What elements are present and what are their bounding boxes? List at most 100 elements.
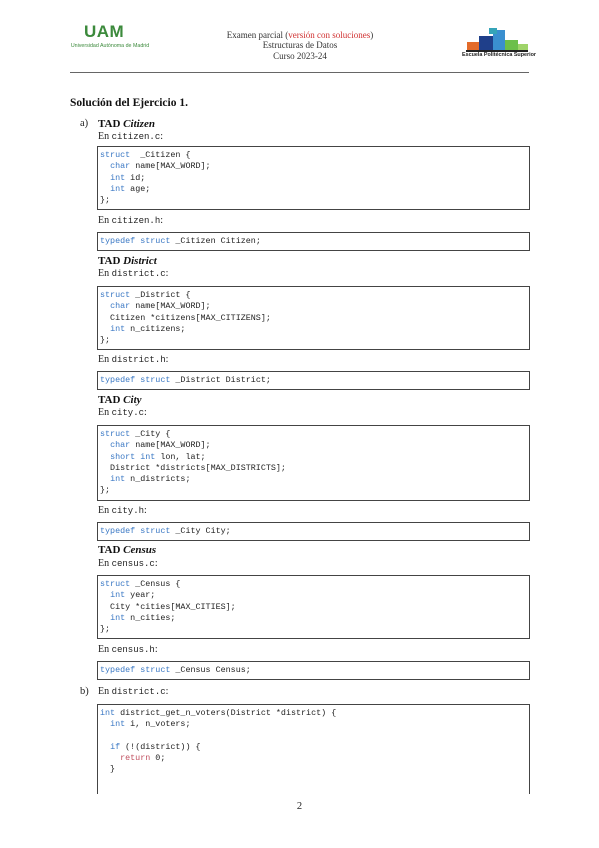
code-line: typedef struct _City City;: [100, 526, 529, 537]
code-keyword: int: [140, 451, 156, 462]
eps-logo-icon: [466, 28, 528, 52]
tad-name: Census: [123, 544, 157, 556]
struct-code-block: struct _Census { int year; City *cities[…: [97, 575, 530, 640]
page-number: 2: [296, 801, 303, 812]
code-text: name[MAX_WORD];: [130, 301, 211, 312]
code-keyword: int: [110, 612, 126, 623]
code-line: typedef struct _Census Census;: [100, 665, 529, 676]
h-file-intro: En city.h:: [98, 505, 147, 516]
code-text: Citizen *citizens[MAX_CITIZENS];: [100, 312, 271, 323]
course-name: Estructuras de Datos: [262, 40, 338, 51]
code-line: [100, 731, 529, 742]
code-text: };: [100, 485, 111, 496]
code-text: _Citizen {: [130, 150, 191, 160]
part-b-intro: En district.c:: [98, 686, 169, 697]
code-line: int n_districts;: [100, 474, 529, 485]
code-text: }: [100, 764, 116, 775]
code-text: City *cities[MAX_CITIES];: [100, 601, 236, 612]
typedef-code-block: typedef struct _Citizen Citizen;: [97, 232, 530, 252]
struct-code-block: struct _Citizen { char name[MAX_WORD]; i…: [97, 146, 530, 211]
code-text: _District {: [130, 290, 191, 300]
code-line: District *districts[MAX_DISTRICTS];: [100, 463, 529, 474]
code-line: typedef struct _District District;: [100, 375, 529, 386]
course-year: Curso 2023-24: [273, 50, 327, 61]
code-text: [100, 719, 110, 729]
c-file-intro: En census.c:: [98, 558, 158, 569]
code-text: [100, 324, 110, 334]
code-line: int i, n_voters;: [100, 719, 529, 730]
h-file-intro: En district.h:: [98, 354, 169, 365]
code-keyword: int: [110, 183, 126, 194]
code-line: struct _Census {: [100, 579, 529, 590]
tad-title: TAD City: [98, 394, 142, 406]
function-code-block: int district_get_n_voters(District *dist…: [97, 704, 530, 794]
typedef-code-block: typedef struct _District District;: [97, 371, 530, 391]
code-text: age;: [125, 183, 151, 194]
typedef-code-block: typedef struct _Census Census;: [97, 661, 530, 681]
code-keyword: struct: [100, 429, 131, 439]
struct-code-block: struct _District { char name[MAX_WORD]; …: [97, 286, 530, 351]
c-file-intro: En city.c:: [98, 407, 147, 418]
file-name: city.c: [111, 408, 145, 418]
code-keyword: int: [110, 590, 126, 601]
file-name: city.h: [111, 506, 145, 516]
code-keyword: struct: [140, 526, 171, 536]
code-keyword: int: [100, 708, 116, 718]
file-name: district.c: [111, 687, 166, 697]
code-keyword: struct: [140, 236, 171, 246]
h-file-intro: En census.h:: [98, 644, 158, 655]
uam-logo-text: Universidad Autónoma de Madrid: [70, 43, 150, 49]
intro-prefix: En: [98, 505, 110, 516]
file-name: district.c: [111, 269, 166, 279]
intro-prefix: En: [98, 644, 110, 655]
code-line: };: [100, 195, 529, 206]
intro-prefix: En: [98, 131, 110, 142]
code-text: [100, 452, 110, 462]
code-line: Citizen *citizens[MAX_CITIZENS];: [100, 313, 529, 324]
struct-code-block: struct _City { char name[MAX_WORD]; shor…: [97, 425, 530, 501]
header-info: Examen parcial (versión con soluciones) …: [170, 30, 430, 61]
code-line: return 0;: [100, 753, 529, 764]
typedef-code-block: typedef struct _City City;: [97, 522, 530, 542]
code-text: (!(district)) {: [120, 741, 201, 752]
code-keyword: struct: [100, 290, 131, 300]
tad-title: TAD Citizen: [98, 118, 155, 130]
c-file-intro: En citizen.c:: [98, 131, 163, 142]
code-text: n_cities;: [125, 612, 176, 623]
code-keyword: int: [110, 172, 126, 183]
code-text: name[MAX_WORD];: [130, 440, 211, 451]
file-name: census.c: [111, 559, 155, 569]
code-line: int year;: [100, 590, 529, 601]
code-text: [100, 440, 110, 450]
code-text: [100, 301, 110, 311]
code-line: int n_citizens;: [100, 324, 529, 335]
code-keyword: char: [110, 161, 131, 172]
code-line: struct _City {: [100, 429, 529, 440]
intro-prefix: En: [98, 215, 110, 226]
code-line: short int lon, lat;: [100, 452, 529, 463]
intro-prefix: En: [98, 354, 110, 365]
code-keyword: if: [110, 741, 121, 752]
tad-name: District: [123, 255, 157, 267]
code-text: [100, 184, 110, 194]
code-line: }: [100, 764, 529, 775]
code-line: };: [100, 485, 529, 496]
code-keyword: typedef: [100, 375, 136, 385]
code-text: _Citizen Citizen;: [170, 236, 261, 246]
code-line: City *cities[MAX_CITIES];: [100, 602, 529, 613]
code-keyword: struct: [100, 150, 131, 160]
part-b-marker: b): [80, 686, 89, 697]
header-divider: [70, 72, 529, 73]
code-text: };: [100, 624, 111, 635]
intro-prefix: En: [98, 558, 110, 569]
code-text: };: [100, 335, 111, 346]
code-text: [100, 161, 110, 171]
uam-logo: UAM Universidad Autónoma de Madrid: [70, 22, 150, 64]
code-text: name[MAX_WORD];: [130, 161, 211, 172]
code-text: year;: [125, 590, 156, 601]
intro-prefix: En: [98, 686, 110, 697]
code-text: i, n_voters;: [125, 719, 191, 730]
code-text: District *districts[MAX_DISTRICTS];: [100, 462, 286, 473]
code-text: };: [100, 195, 111, 206]
code-keyword: typedef: [100, 665, 136, 675]
